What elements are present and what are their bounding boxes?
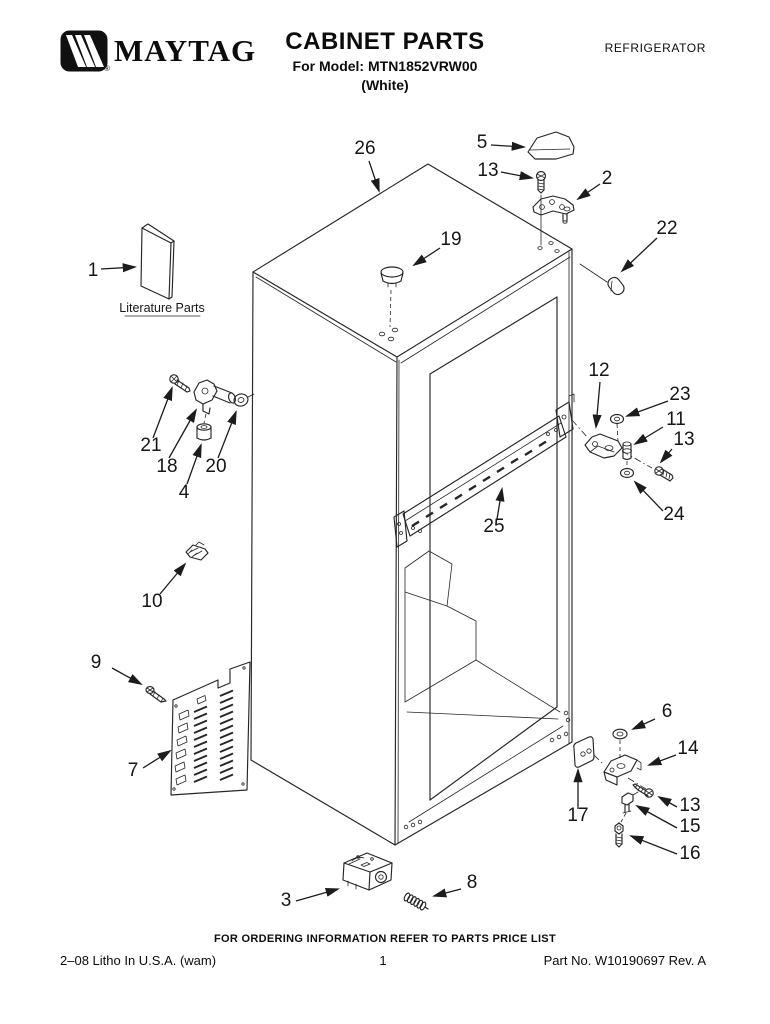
callout-13-top: 13 <box>477 160 498 181</box>
part-19-hole-plug <box>378 266 404 342</box>
part-8-spring-screw <box>403 892 429 911</box>
part-13-center-screw <box>654 466 674 482</box>
callout-13-bottom: 13 <box>679 795 700 816</box>
page-number: 1 <box>379 953 387 968</box>
callout-4: 4 <box>179 482 190 503</box>
part-11-hinge-pin <box>622 441 633 467</box>
part-26-cabinet-shell <box>250 163 573 846</box>
part-23-washer <box>609 413 625 442</box>
leader-lines <box>100 141 678 902</box>
callout-15: 15 <box>679 816 700 837</box>
part-15-bottom-hinge-pin <box>620 791 639 823</box>
part-24-washer <box>619 467 635 479</box>
part-12-center-hinge-bracket <box>584 433 653 469</box>
page-title: CABINET PARTS <box>285 28 485 55</box>
callout-3: 3 <box>281 890 292 911</box>
callout-6: 6 <box>662 701 673 722</box>
part-5-hinge-cover <box>527 131 575 160</box>
brand-block: MAYTAG <box>60 30 256 72</box>
part-1-literature-book <box>124 223 201 317</box>
part-2-top-hinge <box>532 195 575 224</box>
callout-1: 1 <box>88 260 99 281</box>
callout-18: 18 <box>156 456 177 477</box>
part-6-washer <box>612 728 628 758</box>
part-7-rear-panel <box>170 661 251 796</box>
callout-2: 2 <box>602 168 613 189</box>
part-21-screw <box>169 374 191 393</box>
callout-19: 19 <box>440 229 461 250</box>
part-18-bracket <box>193 379 237 424</box>
part-14-bottom-hinge-bracket <box>603 754 647 790</box>
callout-11: 11 <box>666 409 686 430</box>
title-block: CABINET PARTS For Model: MTN1852VRW00 (W… <box>0 28 770 93</box>
callout-22: 22 <box>656 218 677 239</box>
callout-16: 16 <box>679 843 700 864</box>
callout-9: 9 <box>91 652 102 673</box>
part-25-center-rail <box>393 393 589 548</box>
callout-14: 14 <box>677 738 699 759</box>
ordering-note: FOR ORDERING INFORMATION REFER TO PARTS … <box>214 933 556 945</box>
callout-21: 21 <box>140 435 161 456</box>
litho-line: 2–08 Litho In U.S.A. (wam) <box>60 953 217 968</box>
part-3-roller-assembly <box>342 852 393 891</box>
callout-20: 20 <box>205 456 226 477</box>
callout-25: 25 <box>483 516 504 537</box>
cabinet-interior <box>404 550 561 720</box>
callout-7: 7 <box>128 760 139 781</box>
part-9-screw <box>145 686 167 703</box>
callout-10: 10 <box>141 591 162 612</box>
callout-13-center: 13 <box>673 429 694 450</box>
part-13-bottom-screw <box>632 783 654 798</box>
finish-line: (White) <box>361 77 409 93</box>
registered-mark: ® <box>104 64 110 73</box>
part-16-screw <box>614 822 624 848</box>
literature-parts-label: Literature Parts <box>119 301 204 315</box>
callout-labels: 26 5 13 2 22 19 1 21 18 4 20 12 23 11 13… <box>88 132 701 911</box>
part-13-top-screw <box>535 170 547 246</box>
callout-5: 5 <box>477 132 488 153</box>
maytag-logo-icon <box>60 30 108 72</box>
callout-8: 8 <box>467 872 478 893</box>
part-17-plate <box>573 736 605 768</box>
callout-24: 24 <box>663 504 685 525</box>
callout-26: 26 <box>354 138 375 159</box>
appliance-category: REFRIGERATOR <box>604 41 706 55</box>
part-10-clip <box>185 541 209 561</box>
part-number-line: Part No. W10190697 Rev. A <box>543 953 706 968</box>
model-line: For Model: MTN1852VRW00 <box>292 58 478 74</box>
part-22-end-cap <box>579 263 625 296</box>
part-20-grommet <box>233 393 255 407</box>
callout-12: 12 <box>588 360 609 381</box>
callout-17: 17 <box>567 805 588 826</box>
brand-name: MAYTAG <box>114 33 257 68</box>
part-4-spacer <box>196 423 212 441</box>
callout-23: 23 <box>669 384 690 405</box>
